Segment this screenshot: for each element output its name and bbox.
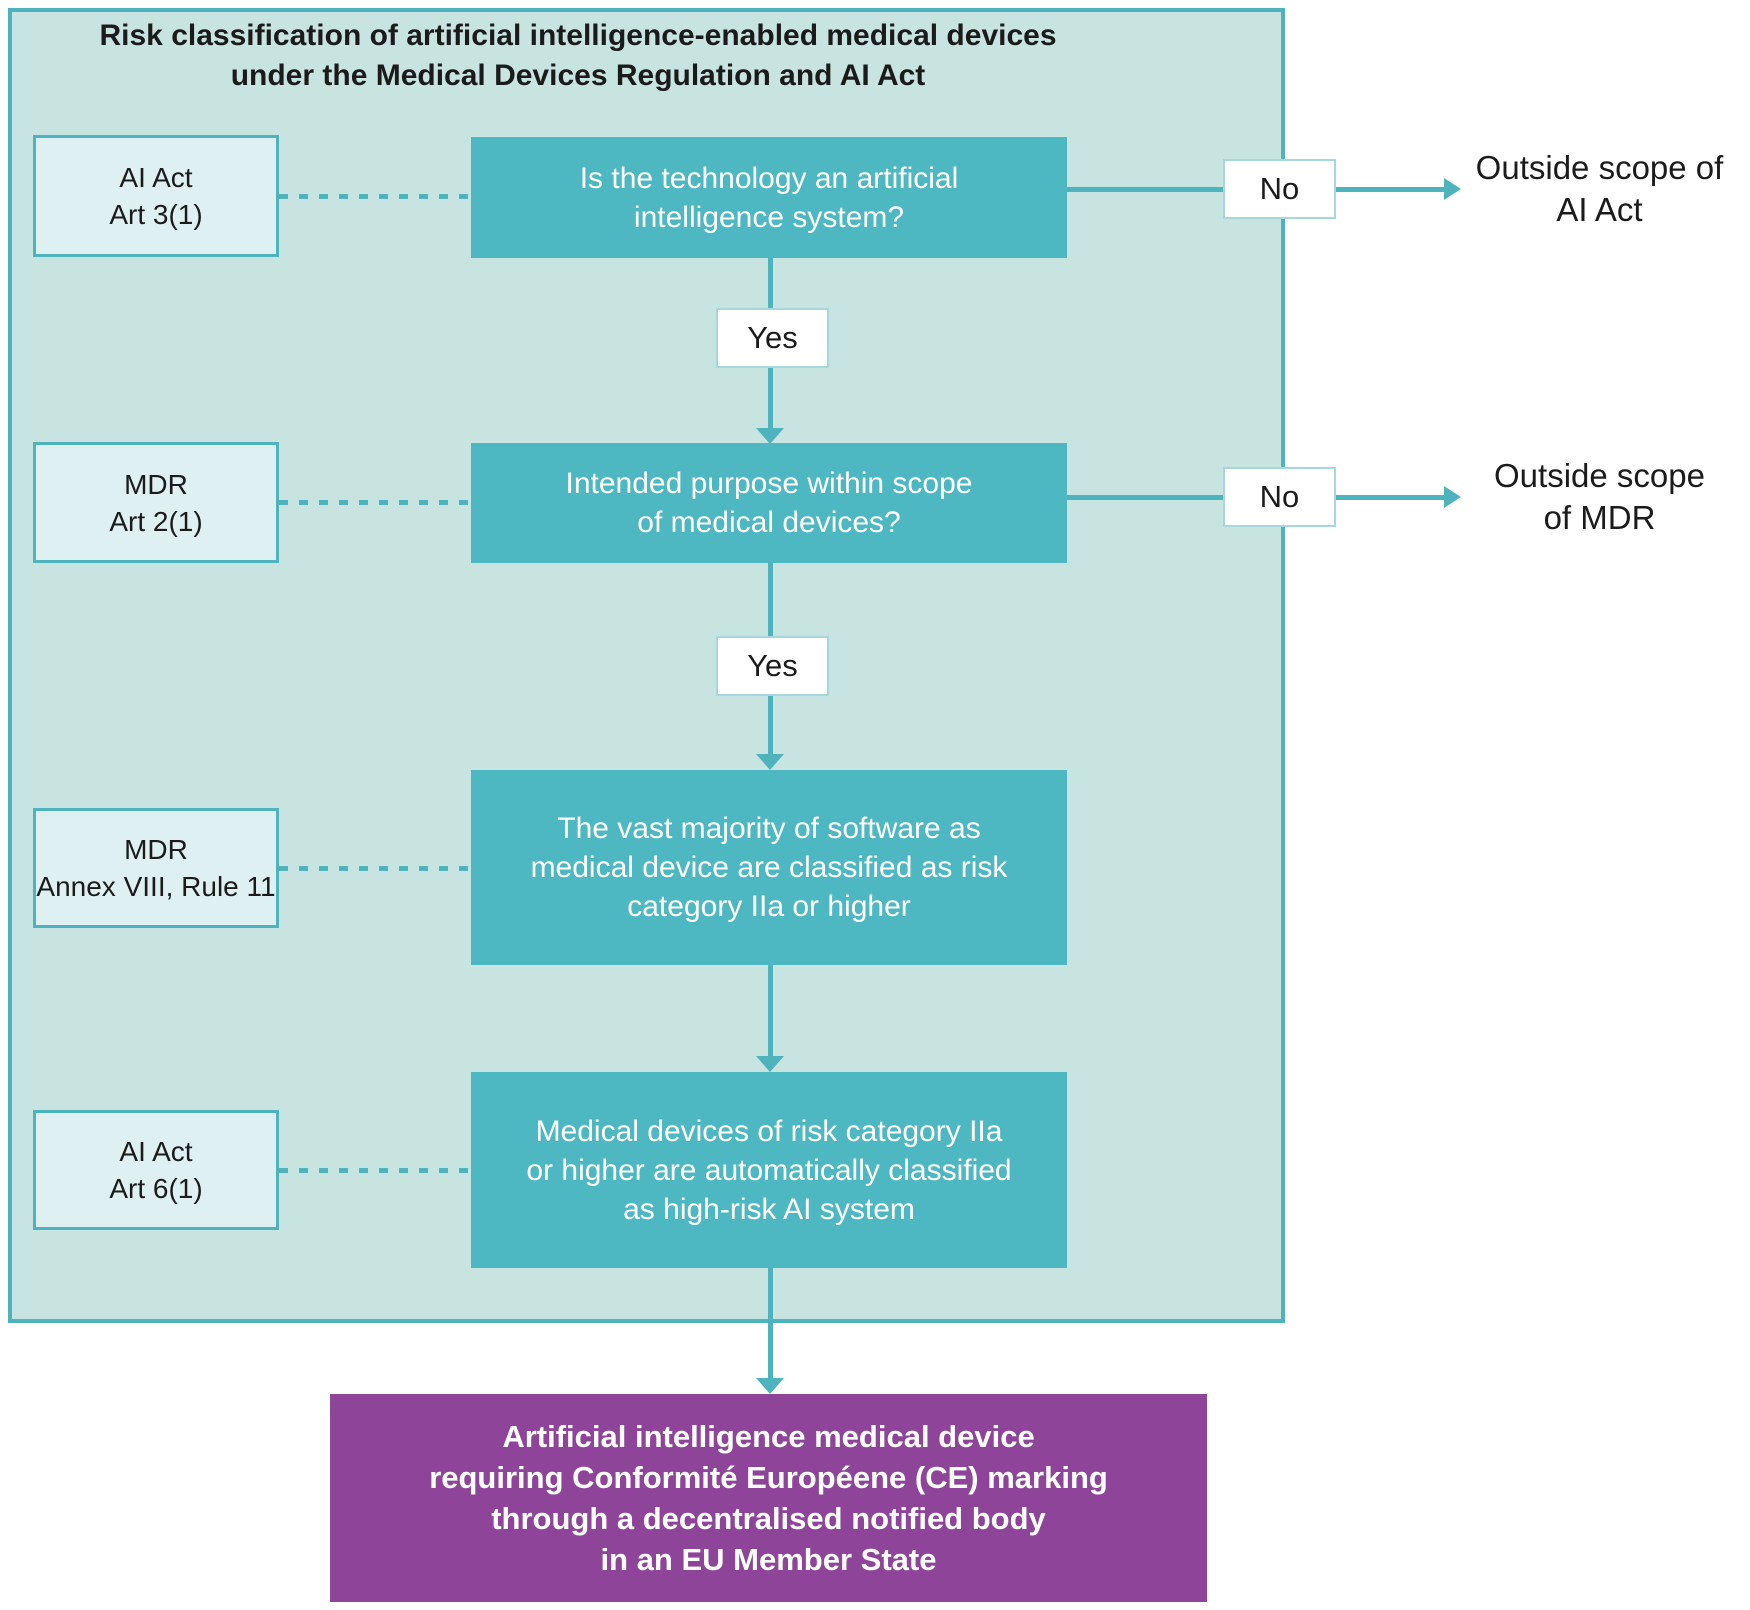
outside-scope-ai-act-label: Outside scope of AI Act bbox=[1452, 147, 1747, 231]
no-connector-line-row1 bbox=[1336, 187, 1445, 192]
final-box-line: through a decentralised notified body bbox=[491, 1501, 1046, 1536]
arrow-down-icon bbox=[756, 1056, 784, 1072]
outside-scope-line: AI Act bbox=[1556, 191, 1643, 228]
ref-box-line: AI Act bbox=[119, 162, 193, 193]
no-label-box-row2: No bbox=[1223, 467, 1336, 527]
ref-box-line: Art 3(1) bbox=[109, 199, 203, 230]
final-box-ce-marking: Artificial intelligence medical device r… bbox=[330, 1394, 1207, 1602]
ref-box-mdr-art2: MDR Art 2(1) bbox=[33, 442, 279, 563]
ref-box-ai-act-art3: AI Act Art 3(1) bbox=[33, 135, 279, 257]
ref-box-line: AI Act bbox=[119, 1136, 193, 1167]
arrow-down-icon bbox=[756, 1378, 784, 1394]
connector-line-3 bbox=[768, 965, 773, 1058]
ref-box-line: Annex VIII, Rule 11 bbox=[36, 871, 276, 902]
question-box-intended-purpose: Intended purpose within scope of medical… bbox=[471, 443, 1067, 563]
final-box-line: in an EU Member State bbox=[600, 1542, 937, 1577]
diagram-title-line-2: under the Medical Devices Regulation and… bbox=[230, 59, 926, 92]
question-line: category IIa or higher bbox=[627, 890, 911, 923]
no-label-box-row1: No bbox=[1223, 159, 1336, 219]
question-line: The vast majority of software as bbox=[557, 812, 981, 845]
dotted-connector-row3 bbox=[279, 866, 471, 871]
yes-label: Yes bbox=[747, 320, 798, 355]
ref-box-line: MDR bbox=[124, 468, 188, 500]
question-line: intelligence system? bbox=[633, 200, 905, 234]
ref-box-mdr-annex8-rule11: MDR Annex VIII, Rule 11 bbox=[33, 808, 279, 928]
question-line: Medical devices of risk category IIa bbox=[535, 1114, 1003, 1148]
diagram-title: Risk classification of artificial intell… bbox=[8, 16, 1148, 96]
outside-scope-line: of MDR bbox=[1543, 499, 1656, 536]
arrow-right-icon bbox=[1444, 486, 1461, 508]
question-line: Intended purpose within scope bbox=[565, 467, 973, 500]
outside-scope-line: Outside scope bbox=[1494, 457, 1705, 494]
diagram-title-line-1: Risk classification of artificial intell… bbox=[99, 19, 1057, 52]
no-label: No bbox=[1259, 171, 1300, 206]
ref-box-line: Art 2(1) bbox=[109, 505, 203, 537]
yes-label-box-1: Yes bbox=[716, 308, 829, 368]
no-connector-line-row1 bbox=[1067, 187, 1223, 192]
final-box-line: Artificial intelligence medical device bbox=[502, 1419, 1035, 1454]
no-connector-line-row2 bbox=[1336, 495, 1445, 500]
question-line: medical device are classified as risk bbox=[530, 851, 1008, 884]
no-label: No bbox=[1259, 479, 1300, 514]
arrow-down-icon bbox=[756, 428, 784, 444]
ref-box-line: MDR bbox=[124, 834, 188, 865]
question-line: as high-risk AI system bbox=[623, 1192, 915, 1226]
outside-scope-mdr-label: Outside scope of MDR bbox=[1452, 455, 1747, 539]
outside-scope-line: Outside scope of bbox=[1475, 149, 1724, 186]
connector-line-4 bbox=[768, 1268, 773, 1380]
question-line: Is the technology an artificial bbox=[579, 161, 959, 195]
yes-label: Yes bbox=[747, 648, 798, 683]
final-box-line: requiring Conformité Européene (CE) mark… bbox=[429, 1460, 1108, 1495]
dotted-connector-row1 bbox=[279, 194, 471, 199]
statement-box-software-risk-category: The vast majority of software as medical… bbox=[471, 770, 1067, 965]
dotted-connector-row2 bbox=[279, 500, 471, 505]
question-line: of medical devices? bbox=[637, 506, 901, 539]
arrow-down-icon bbox=[756, 754, 784, 770]
question-line: or higher are automatically classified bbox=[526, 1153, 1012, 1187]
arrow-right-icon bbox=[1444, 178, 1461, 200]
no-connector-line-row2 bbox=[1067, 495, 1223, 500]
question-box-ai-system: Is the technology an artificial intellig… bbox=[471, 137, 1067, 258]
yes-label-box-2: Yes bbox=[716, 636, 829, 696]
ref-box-ai-act-art6: AI Act Art 6(1) bbox=[33, 1110, 279, 1230]
dotted-connector-row4 bbox=[279, 1168, 471, 1173]
statement-box-high-risk-ai: Medical devices of risk category IIa or … bbox=[471, 1072, 1067, 1268]
ref-box-line: Art 6(1) bbox=[109, 1173, 203, 1204]
